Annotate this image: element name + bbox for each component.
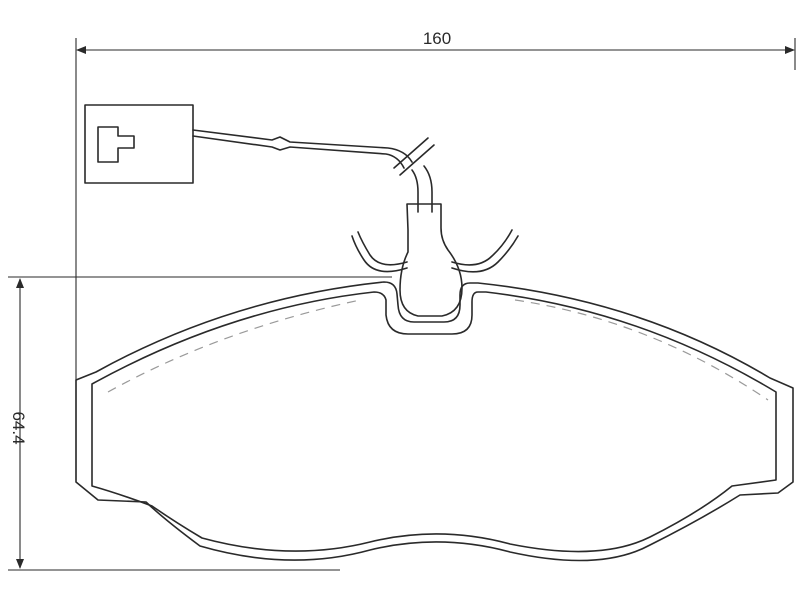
sensor-clip-right — [451, 229, 519, 273]
wear-sensor — [84, 104, 519, 317]
sensor-cable-lower — [192, 135, 405, 169]
height-dimension-label: 64.4 — [9, 411, 28, 444]
backing-plate-outline — [75, 281, 794, 562]
connector-latch — [97, 126, 135, 163]
height-dimension: 64.4 — [8, 276, 392, 571]
sensor-clip-left — [351, 231, 408, 273]
sensor-connector — [84, 104, 194, 184]
width-dimension-label: 160 — [423, 29, 451, 48]
brake-pad — [75, 281, 794, 562]
sensor-cable-drop — [411, 165, 433, 213]
width-dimension: 160 — [75, 29, 796, 480]
friction-material-outline — [91, 291, 777, 553]
cable-break-mark-2 — [399, 144, 435, 176]
sensor-cable-upper — [192, 129, 413, 163]
hidden-wear-edge-left — [107, 299, 361, 393]
cable-break-mark-1 — [393, 137, 429, 169]
hidden-wear-edge-right — [514, 299, 769, 401]
sensor-probe — [399, 203, 463, 317]
